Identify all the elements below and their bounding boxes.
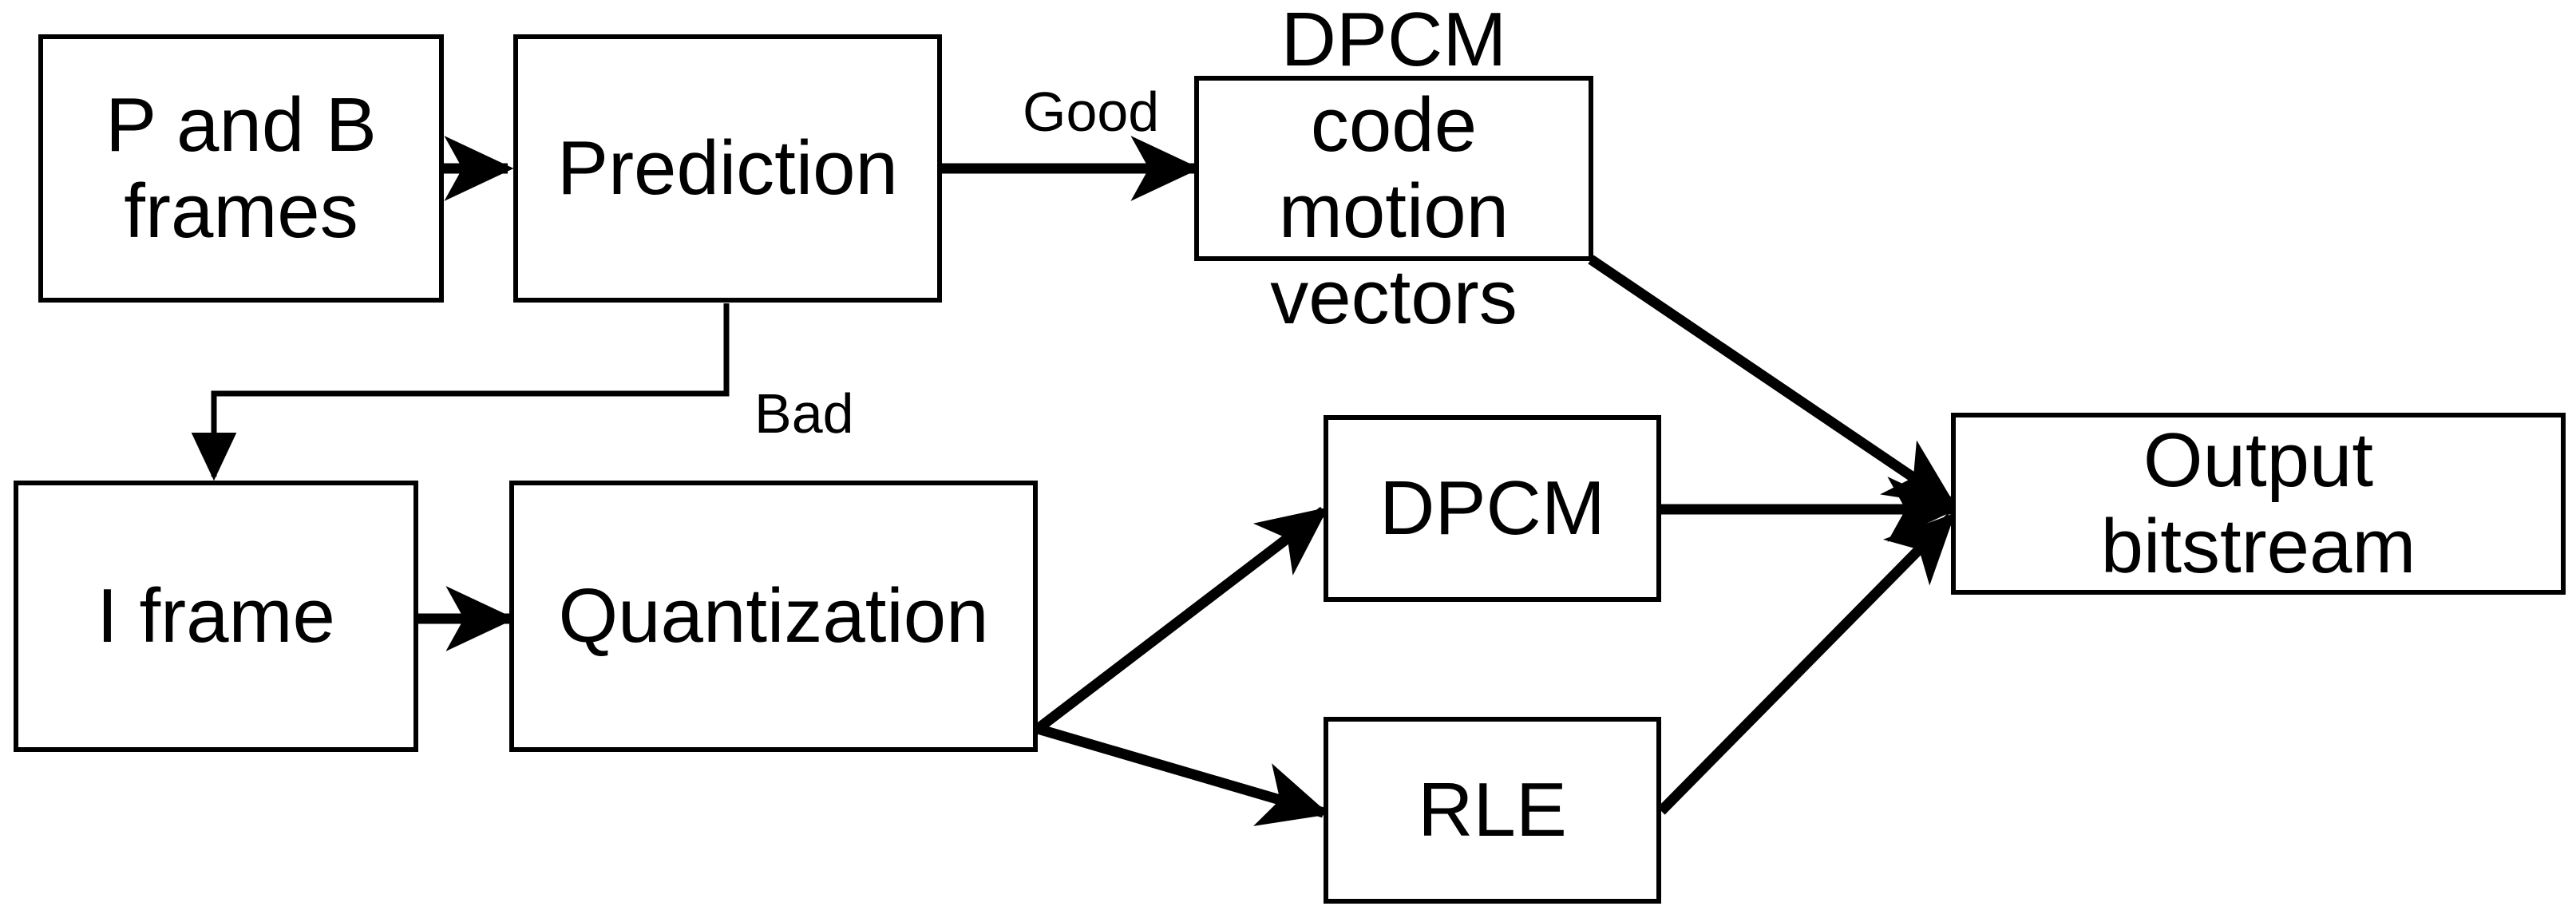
edge-rle-to-output (1657, 512, 1956, 815)
edge-prediction-to-iframe (191, 303, 730, 481)
node-dpcm-code-motion-vectors[interactable]: DPCM code motion vectors (1194, 0, 1593, 340)
node-p-and-b-frames[interactable]: P and B frames (38, 34, 444, 303)
node-i-frame[interactable]: I frame (14, 481, 418, 752)
node-quantization[interactable]: Quantization (509, 481, 1038, 752)
node-dpcm[interactable]: DPCM (1324, 415, 1661, 602)
edge-quantization-to-dpcm (1035, 506, 1329, 734)
node-prediction[interactable]: Prediction (513, 34, 942, 303)
node-rle[interactable]: RLE (1324, 717, 1661, 904)
edge-label-bad: Bad (754, 382, 854, 445)
edge-label-good: Good (1023, 81, 1160, 143)
edge-quantization-to-rle (1036, 723, 1330, 826)
edge-dpcm-motion-to-output (1588, 255, 1957, 508)
node-output-bitstream[interactable]: Output bitstream (1951, 413, 2566, 595)
